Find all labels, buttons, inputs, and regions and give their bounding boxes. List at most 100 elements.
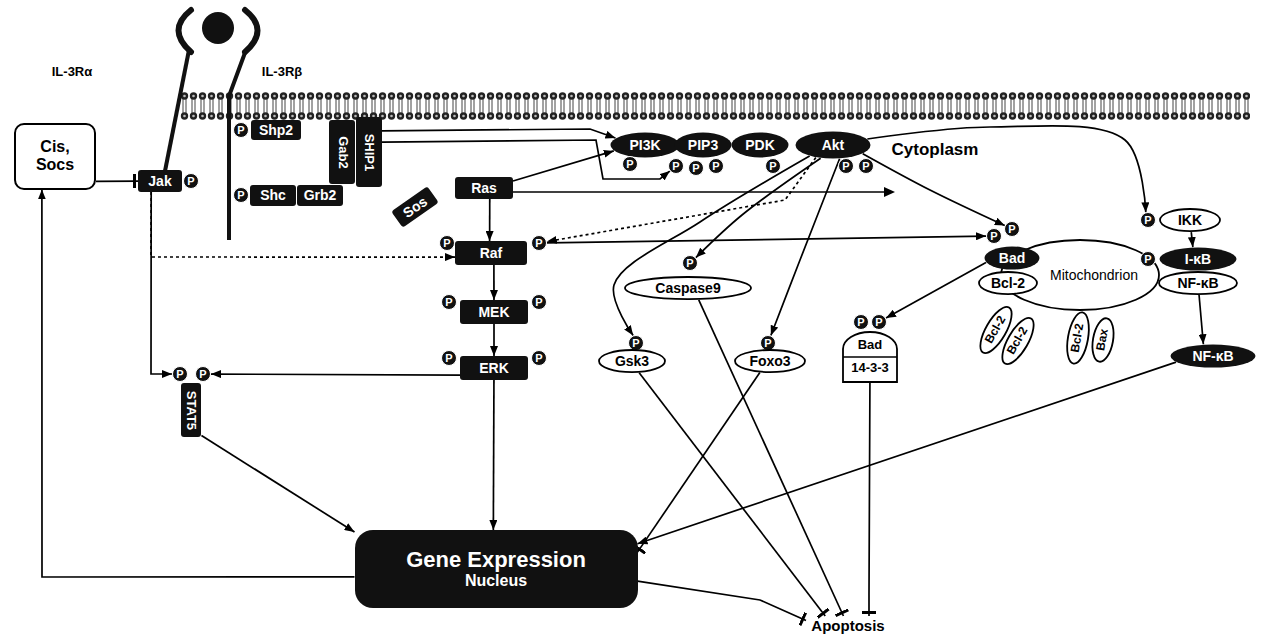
- ellipse-shape: [1160, 209, 1220, 231]
- node-content: Ras: [455, 177, 513, 199]
- node-content: SHIP1: [356, 117, 382, 187]
- node-text: Gab2: [335, 136, 350, 169]
- circle-shape: [442, 295, 457, 310]
- ras-effector-arrow: [513, 191, 885, 193]
- cylinder-shape: [843, 332, 897, 382]
- node-content: NF-κB: [1158, 271, 1238, 295]
- node-content: P: [233, 122, 249, 138]
- node-text: Bcl-2: [1005, 325, 1032, 357]
- node-text: Nucleus: [465, 572, 527, 590]
- node-content: Apoptosis: [806, 616, 890, 636]
- node-content: PI3K: [610, 132, 680, 158]
- protein-ellipse: PI3K: [610, 132, 680, 158]
- phosphate-circle: P: [853, 314, 869, 330]
- phosphate-circle: P: [871, 314, 887, 330]
- node-content: ERK: [460, 356, 528, 380]
- protein-box: ERK: [460, 356, 528, 380]
- node-content: P: [622, 156, 638, 172]
- circle-shape: [442, 351, 457, 366]
- node-text: PI3K: [629, 137, 660, 153]
- protein-ellipse-outlined: Bax: [1088, 315, 1118, 364]
- node-content: P: [668, 158, 684, 174]
- connector: [638, 373, 760, 553]
- node-text: NF-κB: [1177, 275, 1218, 291]
- phosphate-circle: P: [682, 255, 698, 271]
- node-content: P: [441, 294, 457, 310]
- node-content: Shc: [250, 185, 296, 206]
- node-text: SHIP1: [362, 133, 377, 171]
- node-text: STAT5: [184, 390, 199, 429]
- node-content: Bad: [984, 246, 1040, 270]
- node-content: P: [172, 366, 188, 382]
- node-content: MEK: [460, 300, 528, 324]
- protein-ellipse-outlined: Gsk3: [598, 349, 666, 373]
- protein-box: Shp2: [251, 120, 301, 140]
- circle-shape: [987, 229, 1002, 244]
- ellipse-shape: [1159, 272, 1237, 294]
- ellipse-shape: [735, 350, 805, 372]
- node-content: Gab2: [329, 120, 355, 184]
- node-text: Apoptosis: [811, 617, 884, 634]
- phosphate-circle: P: [838, 158, 854, 174]
- phosphate-circle: P: [195, 366, 211, 382]
- node-text: P: [199, 368, 206, 381]
- ellipse-shape: [796, 132, 871, 159]
- node-text: P: [672, 160, 679, 173]
- node-content: P: [183, 173, 199, 189]
- node-content: P: [531, 350, 547, 366]
- node-text: P: [535, 296, 542, 309]
- connector: [639, 373, 825, 616]
- node-text: P: [764, 337, 771, 350]
- phosphate-circle: P: [441, 294, 457, 310]
- phosphate-circle: P: [1004, 221, 1020, 237]
- node-content: Bcl-2: [978, 271, 1038, 295]
- phosphate-circle: P: [765, 158, 781, 174]
- label: IL-3Rα: [52, 65, 93, 80]
- circle-shape: [854, 315, 869, 330]
- circle-shape: [234, 188, 249, 203]
- cell-membrane: [180, 92, 1250, 120]
- node-text: ERK: [479, 360, 509, 376]
- node-text: P: [237, 124, 244, 137]
- phosphate-circle: P: [531, 235, 547, 251]
- protein-ellipse-outlined: IKK: [1159, 208, 1221, 232]
- protein-ellipse-outlined: Bcl-2: [978, 271, 1038, 295]
- node-content: P: [1140, 212, 1156, 228]
- connector: [771, 159, 840, 336]
- connector: [96, 180, 138, 182]
- connector: [613, 156, 809, 335]
- protein-box: Shc: [250, 185, 296, 206]
- phosphate-circle: P: [858, 158, 874, 174]
- node-content: P: [439, 235, 455, 251]
- circle-shape: [872, 315, 887, 330]
- outcome-node: Apoptosis: [806, 616, 890, 636]
- connector: [863, 154, 1005, 226]
- protein-ellipse: I-κB: [1159, 247, 1237, 271]
- protein-box: STAT5: [181, 383, 202, 437]
- phosphate-circle: P: [233, 187, 249, 203]
- connector: [492, 380, 494, 530]
- node-text: MEK: [478, 304, 509, 320]
- circle-shape: [709, 159, 724, 174]
- node-text: P: [842, 160, 849, 173]
- node-text: P: [875, 316, 882, 329]
- phosphate-circle: P: [233, 122, 249, 138]
- protein-ellipse: Bad: [984, 246, 1040, 270]
- phosphate-circle: P: [439, 235, 455, 251]
- node-content: Gsk3: [598, 349, 666, 373]
- il3-ligand: [202, 12, 234, 44]
- ellipse-shape: [1160, 247, 1237, 270]
- ellipse-shape: [611, 133, 680, 158]
- phosphate-circle: P: [622, 156, 638, 172]
- node-text: P: [1008, 223, 1015, 236]
- protein-ellipse-outlined: Bcl-2: [1062, 310, 1093, 367]
- circle-shape: [184, 174, 199, 189]
- protein-box: Jak: [138, 170, 182, 192]
- node-text: NF-κB: [1192, 348, 1233, 364]
- node-content: P: [858, 158, 874, 174]
- connector: [151, 192, 172, 374]
- phosphate-circle: P: [986, 228, 1002, 244]
- node-content: Bcl-2: [1062, 310, 1093, 367]
- phosphate-circle: P: [760, 335, 776, 351]
